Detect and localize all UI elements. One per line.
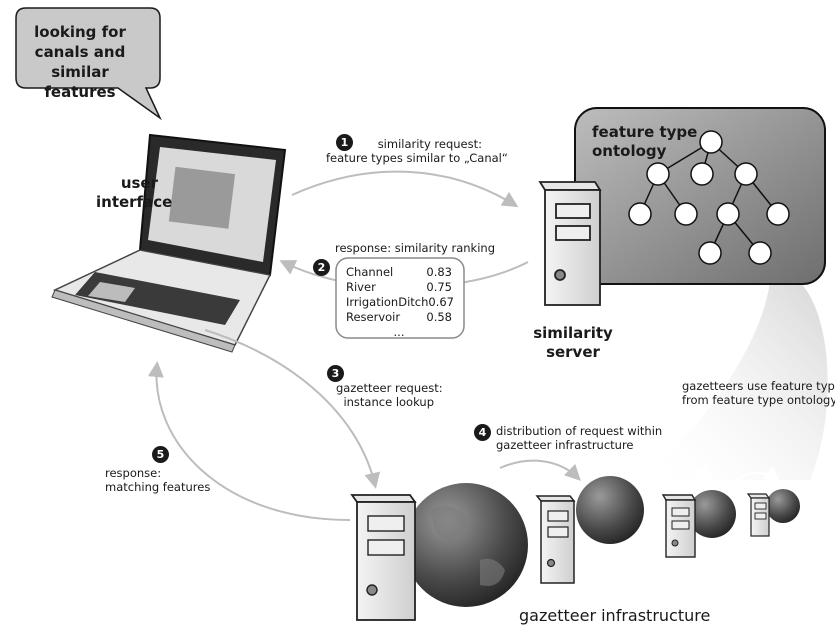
step-5-line-1: response: — [105, 466, 162, 480]
bubble-line-2: canals and — [34, 43, 126, 61]
ontology-title-line-1: feature type — [592, 123, 698, 141]
step-1-line-1: similarity request: — [377, 137, 482, 151]
gazetteer-infrastructure-label: gazetteer infrastructure — [519, 606, 711, 625]
gazetteer-node-1 — [350, 483, 528, 621]
step-5-line-2: matching features — [105, 480, 211, 494]
arrow-white-1 — [649, 464, 714, 481]
arrow-white-2 — [734, 466, 781, 483]
user-interface-line-2: interface — [96, 193, 173, 211]
laptop-icon — [51, 133, 287, 353]
step-3-badge: 3 — [327, 365, 344, 382]
ranking-score: 0.58 — [426, 310, 452, 324]
ranking-name: Reservoir — [346, 310, 401, 324]
gazetteer-node-3 — [661, 490, 736, 558]
step-4-line-2: gazetteer infrastructure — [496, 438, 634, 452]
user-interface-line-1: user — [120, 174, 158, 192]
ontology-title: feature type ontology — [592, 123, 697, 161]
arrow-matching-features — [147, 361, 351, 521]
ontology-note-line-2: from feature type ontology — [682, 393, 835, 407]
step-3-line-2: instance lookup — [343, 395, 434, 409]
arrow-request — [291, 170, 519, 208]
step-1-line-2: feature types similar to „Canal“ — [326, 151, 508, 165]
step-4-text: distribution of request within gazetteer… — [496, 424, 662, 452]
step-2-label: response: similarity ranking — [335, 241, 495, 255]
ranking-name: River — [346, 280, 376, 294]
ranking-score: 0.75 — [426, 280, 452, 294]
gazetteer-node-4 — [746, 489, 800, 537]
gazetteer-node-2 — [535, 476, 644, 584]
ontology-tree — [628, 130, 790, 265]
similarity-server-icon — [538, 181, 602, 306]
step-3-text: gazetteer request: instance lookup — [336, 381, 443, 409]
ranking-ellipsis: ... — [393, 325, 405, 339]
ontology-title-line-2: ontology — [592, 142, 667, 160]
step-4-badge: 4 — [474, 424, 491, 441]
step-5-text: response: matching features — [105, 466, 210, 494]
speech-bubble — [15, 7, 162, 121]
ontology-note-line-1: gazetteers use feature types — [682, 379, 835, 393]
ranking-score: 0.83 — [426, 265, 452, 279]
bubble-line-1: looking for — [34, 23, 126, 41]
arrow-distribution — [499, 459, 581, 481]
step-1-text: similarity request: feature types simila… — [326, 137, 508, 165]
ranking-score: 0.67 — [428, 295, 454, 309]
ranking-row: River 0.75 — [346, 280, 452, 295]
user-interface-label: user interface — [96, 174, 173, 212]
arrow-gazetteer-request — [204, 329, 381, 489]
ranking-name: Channel — [346, 265, 394, 279]
ranking-box — [335, 257, 465, 339]
ontology-beam — [640, 282, 828, 480]
step-2-badge: 2 — [313, 259, 330, 276]
speech-bubble-text: looking for canals and similar features — [20, 22, 140, 102]
step-1-badge: 1 — [336, 134, 353, 151]
similarity-server-line-2: server — [546, 343, 600, 361]
similarity-server-line-1: similarity — [533, 324, 613, 342]
step-5-badge: 5 — [152, 446, 169, 463]
step-4-line-1: distribution of request within — [496, 424, 663, 438]
step-3-line-1: gazetteer request: — [336, 381, 443, 395]
ranking-name: IrrigationDitch — [346, 295, 429, 309]
ranking-row: Reservoir 0.58 — [346, 310, 452, 325]
ontology-note: gazetteers use feature types from featur… — [682, 379, 835, 407]
similarity-server-label: similarity server — [528, 324, 618, 362]
bubble-line-3: similar features — [44, 63, 116, 101]
ranking-row: Channel 0.83 — [346, 265, 452, 280]
